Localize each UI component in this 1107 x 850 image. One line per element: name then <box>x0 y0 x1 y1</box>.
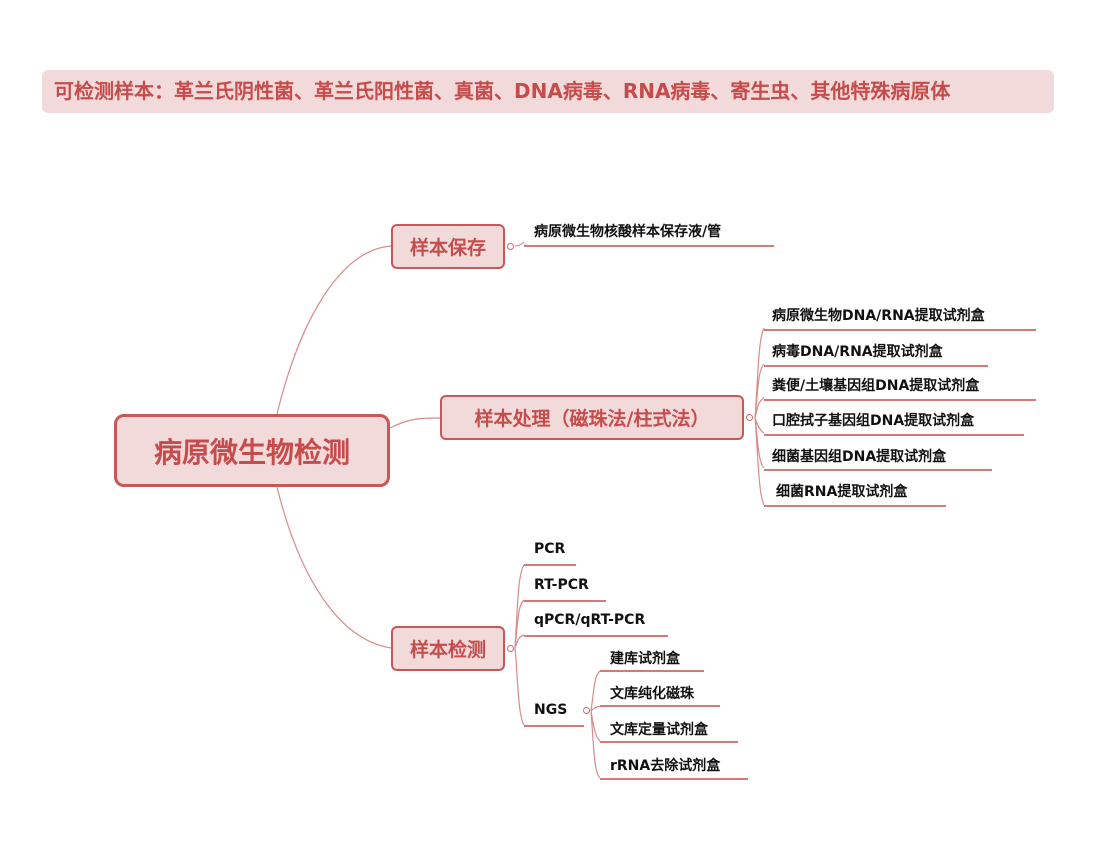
connector-root-processing <box>389 417 441 429</box>
branch-storage[interactable]: 样本保存 <box>391 224 505 269</box>
ngs-leaf-1[interactable]: 建库试剂盒 <box>610 651 680 667</box>
connector-root-detection <box>276 486 392 649</box>
branch-detection[interactable]: 样本检测 <box>391 626 505 671</box>
collapse-detection-icon[interactable] <box>507 645 514 652</box>
ngs-leaf-3[interactable]: 文库定量试剂盒 <box>610 722 708 738</box>
processing-leaf-1[interactable]: 病原微生物DNA/RNA提取试剂盒 <box>772 308 985 324</box>
connector-ngs-fan <box>590 670 601 779</box>
ngs-leaf-4[interactable]: rRNA去除试剂盒 <box>610 758 721 774</box>
branch-processing[interactable]: 样本处理（磁珠法/柱式法） <box>440 395 744 440</box>
sample-types-banner: 可检测样本：革兰氏阴性菌、革兰氏阳性菌、真菌、DNA病毒、RNA病毒、寄生虫、其… <box>42 70 1054 113</box>
storage-leaf[interactable]: 病原微生物核酸样本保存液/管 <box>534 224 722 240</box>
processing-leaf-2[interactable]: 病毒DNA/RNA提取试剂盒 <box>772 344 943 360</box>
detection-leaf-qpcr[interactable]: qPCR/qRT-PCR <box>534 612 646 628</box>
root-node[interactable]: 病原微生物检测 <box>114 414 390 487</box>
collapse-ngs-icon[interactable] <box>583 707 590 714</box>
connector-processing-fan <box>754 327 765 506</box>
connector-root-storage <box>276 245 392 415</box>
detection-leaf-rt-pcr[interactable]: RT-PCR <box>534 577 589 593</box>
connector-storage-child <box>514 241 525 247</box>
connector-detection-fan <box>514 564 525 726</box>
collapse-processing-icon[interactable] <box>746 414 753 421</box>
processing-leaf-3[interactable]: 粪便/土壤基因组DNA提取试剂盒 <box>772 378 980 394</box>
collapse-storage-icon[interactable] <box>507 243 514 250</box>
detection-leaf-pcr[interactable]: PCR <box>534 541 566 557</box>
processing-leaf-4[interactable]: 口腔拭子基因组DNA提取试剂盒 <box>772 413 975 429</box>
detection-leaf-ngs[interactable]: NGS <box>534 702 568 718</box>
ngs-leaf-2[interactable]: 文库纯化磁珠 <box>610 686 694 702</box>
processing-leaf-6[interactable]: 细菌RNA提取试剂盒 <box>776 484 908 500</box>
processing-leaf-5[interactable]: 细菌基因组DNA提取试剂盒 <box>772 449 947 465</box>
